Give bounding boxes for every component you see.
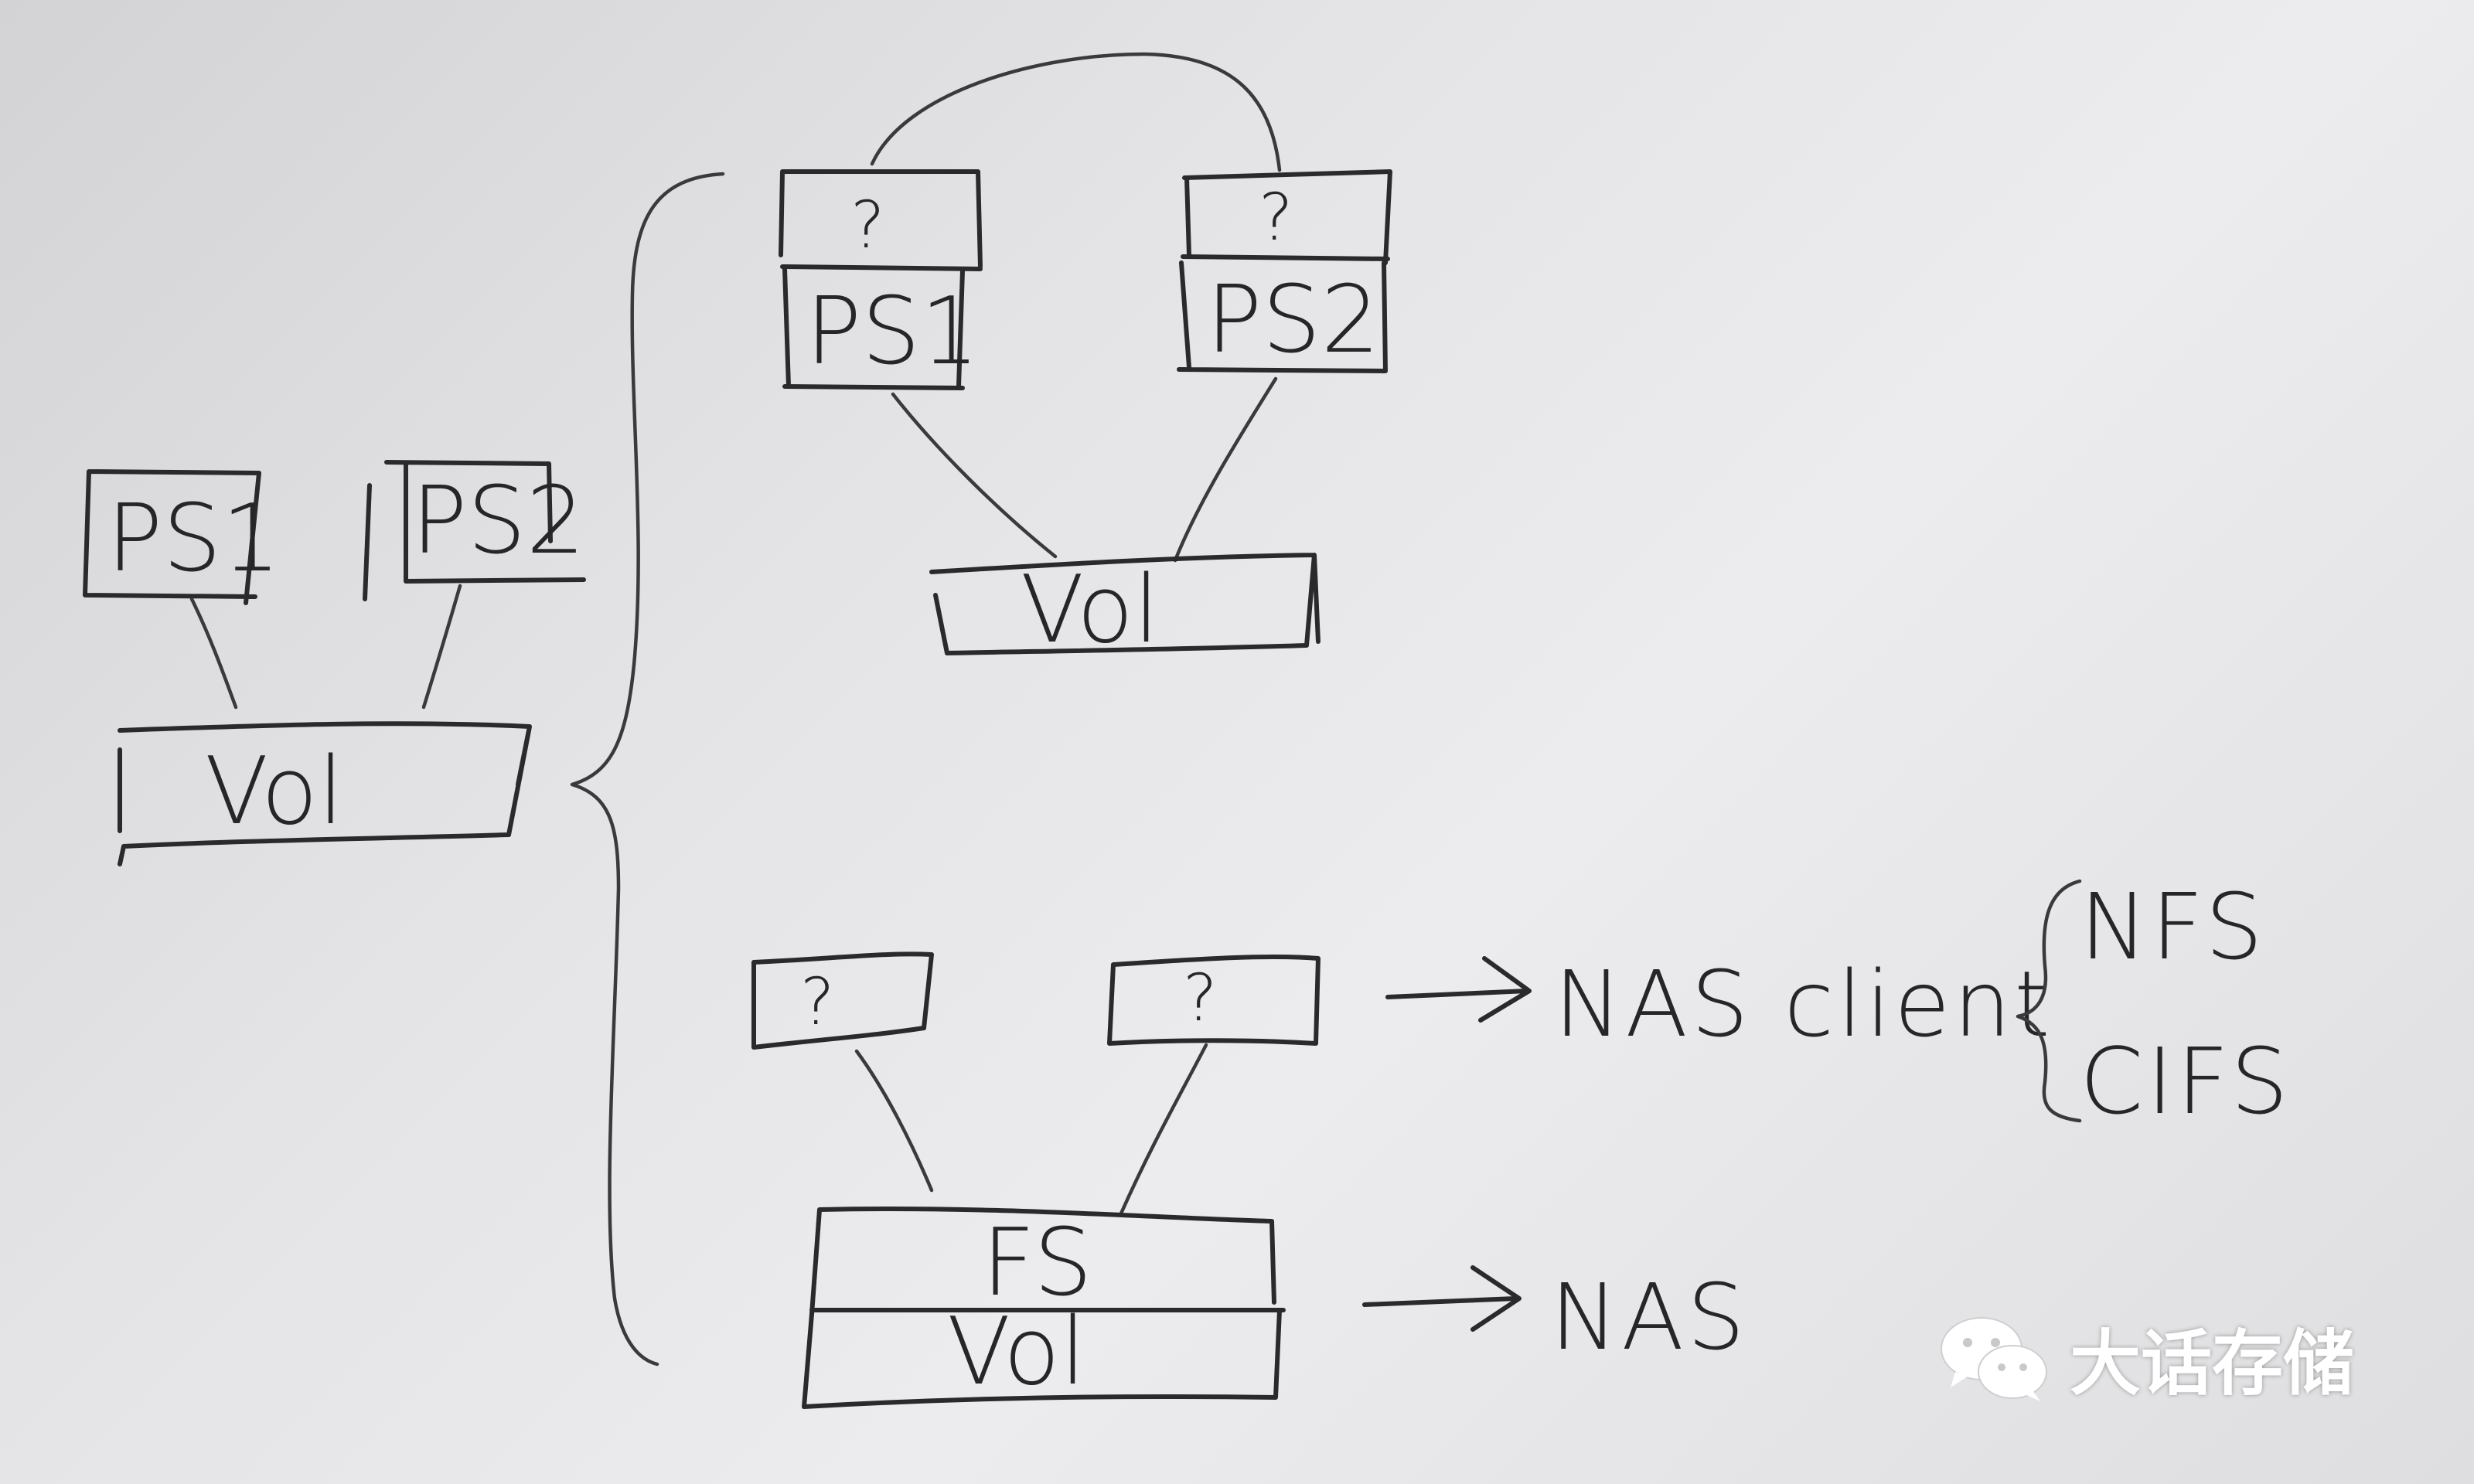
- left-stack: PS1 PS2 Vol: [83, 460, 586, 866]
- top-vol-label: Vol: [1021, 556, 1160, 664]
- top-q1-label: ?: [850, 187, 885, 263]
- protocol-brace: [2016, 879, 2082, 1123]
- top-ps2-label: PS2: [1206, 267, 1380, 374]
- bottom-vol-label: Vol: [947, 1298, 1086, 1406]
- top-q1-box: [779, 169, 983, 271]
- top-ps2-connector: [1173, 376, 1278, 563]
- bottom-q2-box: [1107, 955, 1320, 1046]
- bottom-stack: ? ? FS Vol: [751, 951, 1320, 1409]
- watermark: 大话存储: [1937, 1306, 2354, 1409]
- left-vol-label: Vol: [205, 738, 344, 846]
- nas-client-arrow: [1385, 956, 1532, 1023]
- left-vol-box: [118, 721, 532, 866]
- left-ps1-connector: [189, 597, 238, 710]
- watermark-text: 大话存储: [2070, 1322, 2355, 1405]
- cifs-label: CIFS: [2080, 1028, 2292, 1135]
- top-q2-box: [1181, 169, 1392, 265]
- grouping-brace: [570, 172, 725, 1367]
- left-ps1-box: [83, 469, 261, 605]
- nas-label: NAS: [1550, 1264, 1748, 1370]
- bottom-fs-box: [809, 1207, 1286, 1316]
- left-ps1-label: PS1: [107, 485, 281, 593]
- annotations: NAS client NFS CIFS NAS: [1362, 873, 2292, 1370]
- bottom-q2-label: ?: [1183, 960, 1218, 1036]
- top-q-link-arc: [870, 52, 1282, 172]
- bottom-fs-label: FS: [982, 1210, 1092, 1317]
- top-stack: ? PS1 ? PS2 Vol: [779, 52, 1392, 664]
- left-ps2-label: PS2: [411, 468, 585, 575]
- bottom-q1-label: ?: [800, 964, 835, 1040]
- nfs-label: NFS: [2080, 873, 2266, 980]
- top-ps1-label: PS1: [806, 278, 980, 386]
- bottom-q2-connector: [1119, 1043, 1208, 1216]
- nas-client-label: NAS client: [1554, 951, 2053, 1057]
- left-ps2-box: [363, 460, 586, 601]
- bottom-q1-connector: [854, 1049, 934, 1193]
- top-ps1-connector: [891, 392, 1058, 559]
- wechat-icon: [1941, 1316, 2047, 1401]
- bottom-vol-box: [802, 1308, 1282, 1409]
- bottom-q1-box: [751, 951, 934, 1050]
- left-ps2-connector: [421, 584, 462, 710]
- nas-arrow: [1362, 1265, 1522, 1332]
- top-ps1-box: [782, 267, 965, 390]
- top-vol-box: [929, 553, 1320, 655]
- top-q2-label: ?: [1259, 179, 1293, 255]
- top-ps2-box: [1177, 260, 1388, 373]
